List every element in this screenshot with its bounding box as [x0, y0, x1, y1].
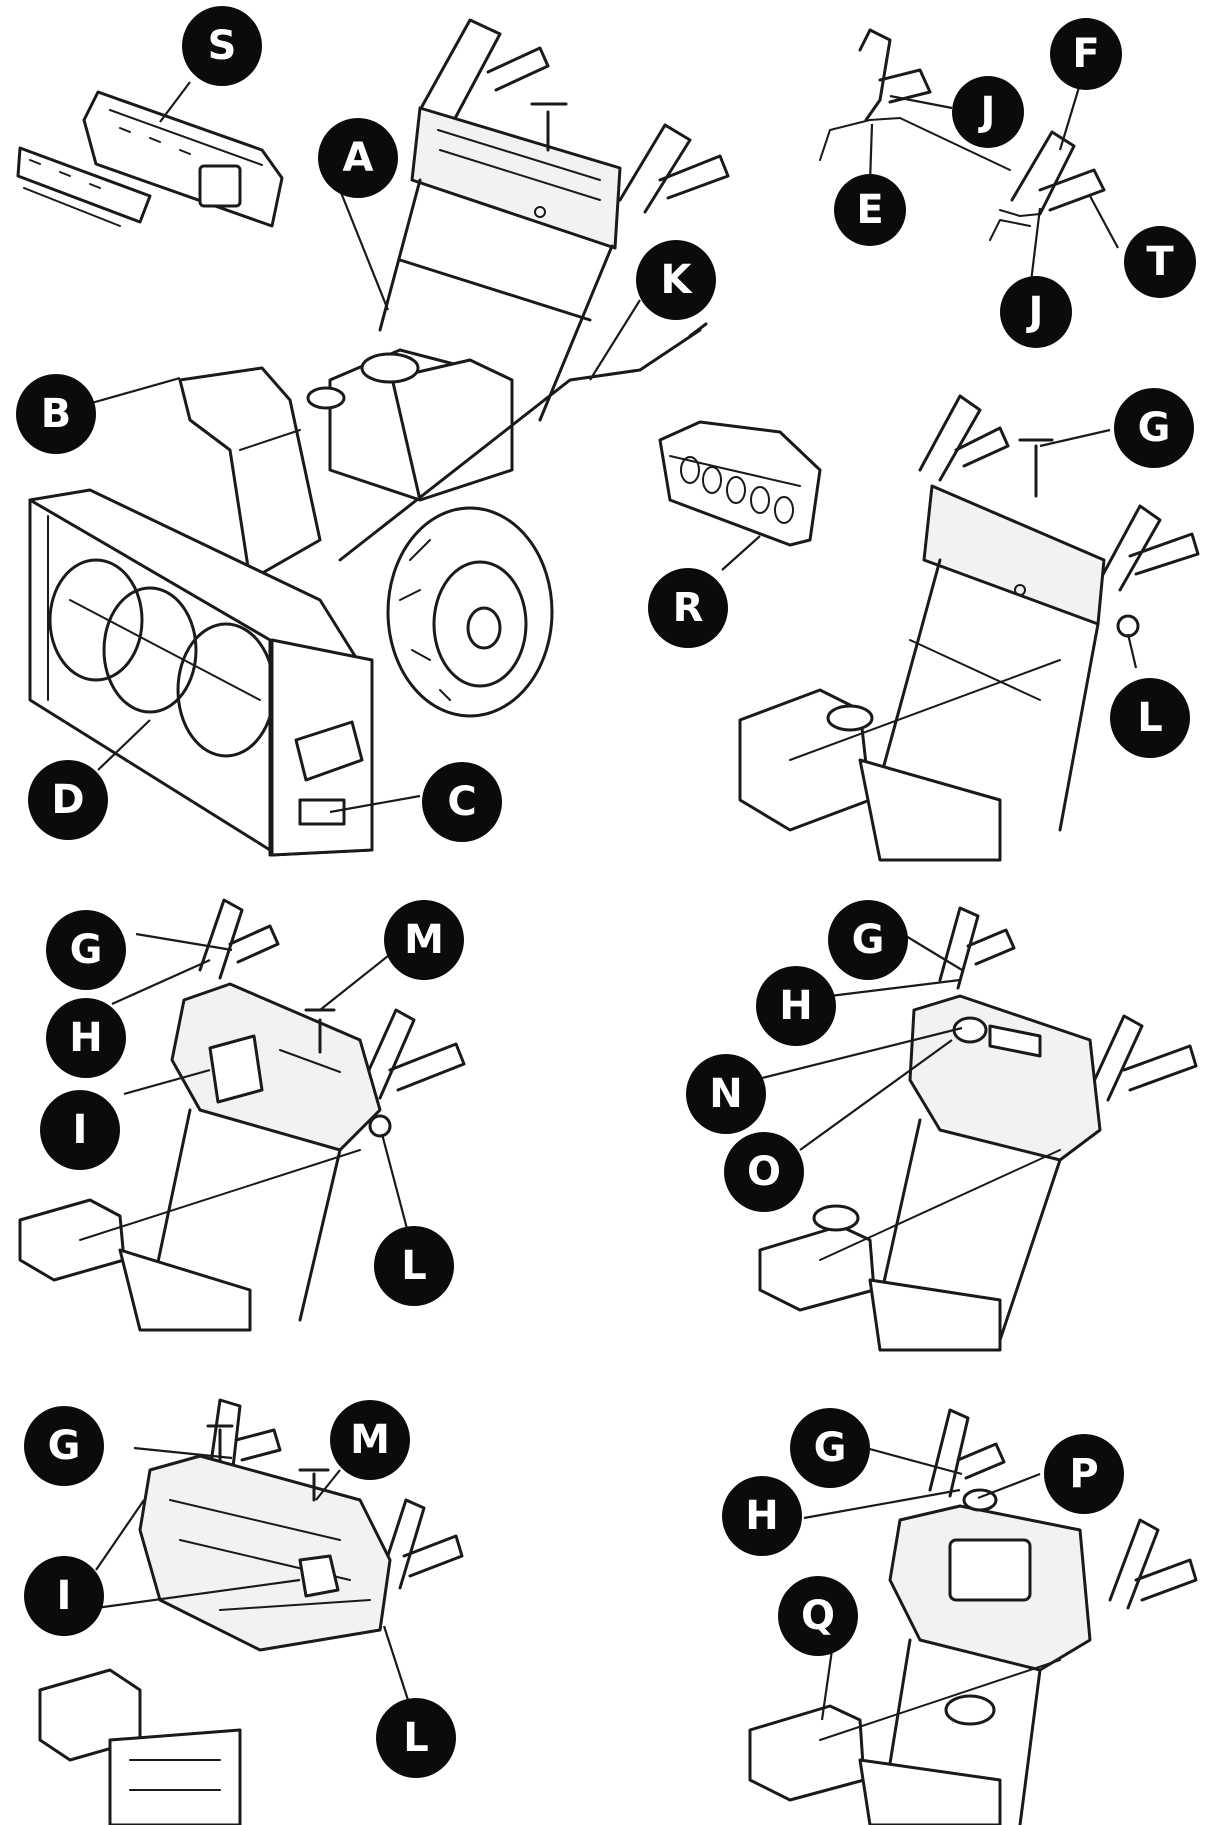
dash-view-3-illustration	[758, 906, 1198, 1352]
callout-badge-q: Q	[778, 1576, 858, 1656]
callout-label: Q	[801, 1593, 835, 1639]
callout-badge-p: P	[1044, 1434, 1124, 1514]
callout-badge-g-5: G	[790, 1408, 870, 1488]
callout-label: B	[41, 391, 72, 437]
callout-badge-m-1: M	[384, 900, 464, 980]
callout-label: G	[70, 927, 103, 973]
callout-badge-h-3: H	[722, 1476, 802, 1556]
headlight-illustration	[658, 420, 822, 547]
callout-badges: S A B K D C F J E T J G R L G M H I L G …	[16, 6, 1196, 1778]
callout-label: G	[814, 1425, 847, 1471]
callout-label: J	[978, 89, 996, 135]
callout-label: G	[852, 917, 885, 963]
callout-badge-g-3: G	[828, 900, 908, 980]
callout-badge-i-1: I	[40, 1090, 120, 1170]
leader-lines	[87, 81, 1138, 1721]
callout-label: R	[673, 585, 704, 631]
callout-badge-n: N	[686, 1054, 766, 1134]
callout-label: L	[1137, 695, 1163, 741]
callout-badge-l-2: L	[374, 1226, 454, 1306]
callout-label: T	[1146, 239, 1174, 285]
callout-badge-i-2: I	[24, 1556, 104, 1636]
callout-label: I	[73, 1107, 88, 1153]
callout-badge-c: C	[422, 762, 502, 842]
callout-badge-j-bottom: J	[1000, 276, 1072, 348]
callout-badge-d: D	[28, 760, 108, 840]
snow-blower-main-illustration	[28, 18, 730, 857]
callout-label: G	[48, 1423, 81, 1469]
callout-badge-h-1: H	[46, 998, 126, 1078]
callout-label: G	[1138, 405, 1171, 451]
callout-label: H	[779, 983, 812, 1029]
callout-label: I	[57, 1573, 72, 1619]
callout-badge-h-2: H	[756, 966, 836, 1046]
callout-label: H	[69, 1015, 102, 1061]
callout-label: N	[709, 1071, 742, 1117]
callout-badge-g-4: G	[24, 1406, 104, 1486]
callout-badge-k: K	[636, 240, 716, 320]
callout-label: H	[745, 1493, 778, 1539]
callout-badge-r: R	[648, 568, 728, 648]
callout-badge-m-2: M	[330, 1400, 410, 1480]
callout-badge-f: F	[1050, 18, 1122, 90]
callout-label: J	[1026, 289, 1044, 335]
callout-badge-g-2: G	[46, 910, 126, 990]
callout-badge-l-1: L	[1110, 678, 1190, 758]
callout-label: C	[447, 779, 476, 825]
callout-badge-b: B	[16, 374, 96, 454]
callout-label: M	[404, 917, 444, 963]
callout-label: L	[403, 1715, 429, 1761]
callout-badge-e: E	[834, 174, 906, 246]
callout-label: K	[661, 257, 694, 303]
callout-label: M	[350, 1417, 390, 1463]
callout-label: D	[51, 777, 84, 823]
callout-badge-s: S	[182, 6, 262, 86]
callout-badge-t: T	[1124, 226, 1196, 298]
callout-badge-a: A	[318, 118, 398, 198]
callout-label: A	[343, 135, 374, 181]
callout-label: P	[1069, 1451, 1098, 1497]
callout-label: S	[208, 23, 237, 69]
callout-badge-l-3: L	[376, 1698, 456, 1778]
callout-label: L	[401, 1243, 427, 1289]
dash-view-5-illustration	[748, 1408, 1198, 1825]
callout-badge-g-1: G	[1114, 388, 1194, 468]
dash-view-2-illustration	[18, 898, 466, 1332]
dash-view-4-illustration	[38, 1398, 464, 1825]
callout-label: F	[1072, 31, 1099, 77]
callout-badge-j-top: J	[952, 76, 1024, 148]
dash-view-1-illustration	[738, 394, 1200, 862]
callout-label: O	[747, 1149, 781, 1195]
scraper-bars-illustration	[16, 90, 284, 228]
callout-label: E	[856, 187, 883, 233]
callout-badge-o: O	[724, 1132, 804, 1212]
